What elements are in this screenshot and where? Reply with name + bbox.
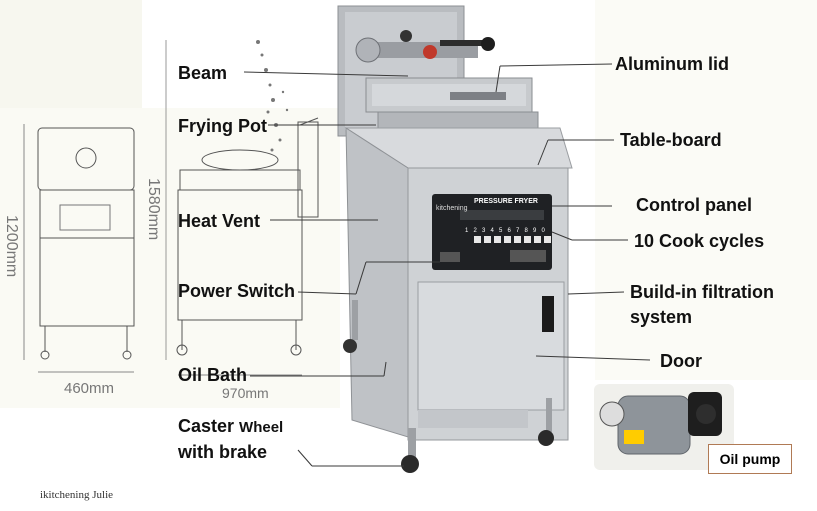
label-filtration-line1: Build-in filtration bbox=[630, 282, 774, 302]
label-aluminum-lid: Aluminum lid bbox=[615, 54, 729, 74]
dimension-height-side: 1580mm bbox=[145, 178, 162, 241]
front-view-drawing bbox=[23, 124, 135, 373]
label-filtration-line2: system bbox=[630, 307, 693, 327]
dimension-height-front: 1200mm bbox=[3, 215, 20, 278]
label-oil-bath: Oil Bath bbox=[178, 365, 248, 385]
panel-title: PRESSURE FRYER bbox=[474, 198, 538, 205]
panel-key-1: 1 bbox=[465, 228, 469, 234]
label-beam: Beam bbox=[178, 63, 228, 83]
pressure-fryer bbox=[337, 5, 573, 473]
panel-key-4: 4 bbox=[491, 228, 495, 234]
left-background-panel bbox=[0, 0, 142, 108]
panel-key-3: 3 bbox=[482, 228, 486, 234]
dimension-depth-side: 970mm bbox=[222, 385, 269, 401]
cook-cycle-keys bbox=[474, 236, 551, 243]
label-caster-line2: with brake bbox=[178, 442, 268, 462]
label-caster-wheel: Wheel bbox=[239, 419, 284, 436]
panel-key-8: 8 bbox=[525, 228, 529, 234]
label-control-panel: Control panel bbox=[636, 195, 752, 215]
label-table-board: Table-board bbox=[620, 130, 722, 150]
leader-lines bbox=[243, 63, 651, 467]
label-door: Door bbox=[660, 351, 702, 371]
dimension-width-front: 460mm bbox=[64, 380, 115, 397]
panel-key-7: 7 bbox=[516, 228, 520, 234]
panel-brand: kitchening bbox=[436, 205, 468, 212]
label-caster-word: Caster bbox=[178, 416, 235, 436]
right-background-panel bbox=[595, 0, 817, 380]
oil-pump-illustration bbox=[594, 384, 734, 470]
panel-key-6: 6 bbox=[508, 228, 512, 234]
label-caster: Caster Wheel bbox=[178, 415, 283, 439]
side-view-drawing bbox=[165, 40, 319, 376]
watermark: ikitchening Julie bbox=[40, 489, 114, 501]
label-cook-cycles: 10 Cook cycles bbox=[634, 231, 765, 251]
drawing-background-panel bbox=[0, 108, 340, 408]
panel-key-5: 5 bbox=[499, 228, 503, 234]
oil-pump-label-box: Oil pump bbox=[708, 444, 792, 474]
oil-pump-label: Oil pump bbox=[719, 451, 781, 467]
label-power-switch: Power Switch bbox=[178, 281, 296, 301]
panel-key-0: 0 bbox=[542, 228, 546, 234]
label-frying-pot: Frying Pot bbox=[178, 116, 267, 136]
panel-key-2: 2 bbox=[474, 228, 478, 234]
panel-key-9: 9 bbox=[533, 228, 537, 234]
label-heat-vent: Heat Vent bbox=[178, 211, 261, 231]
